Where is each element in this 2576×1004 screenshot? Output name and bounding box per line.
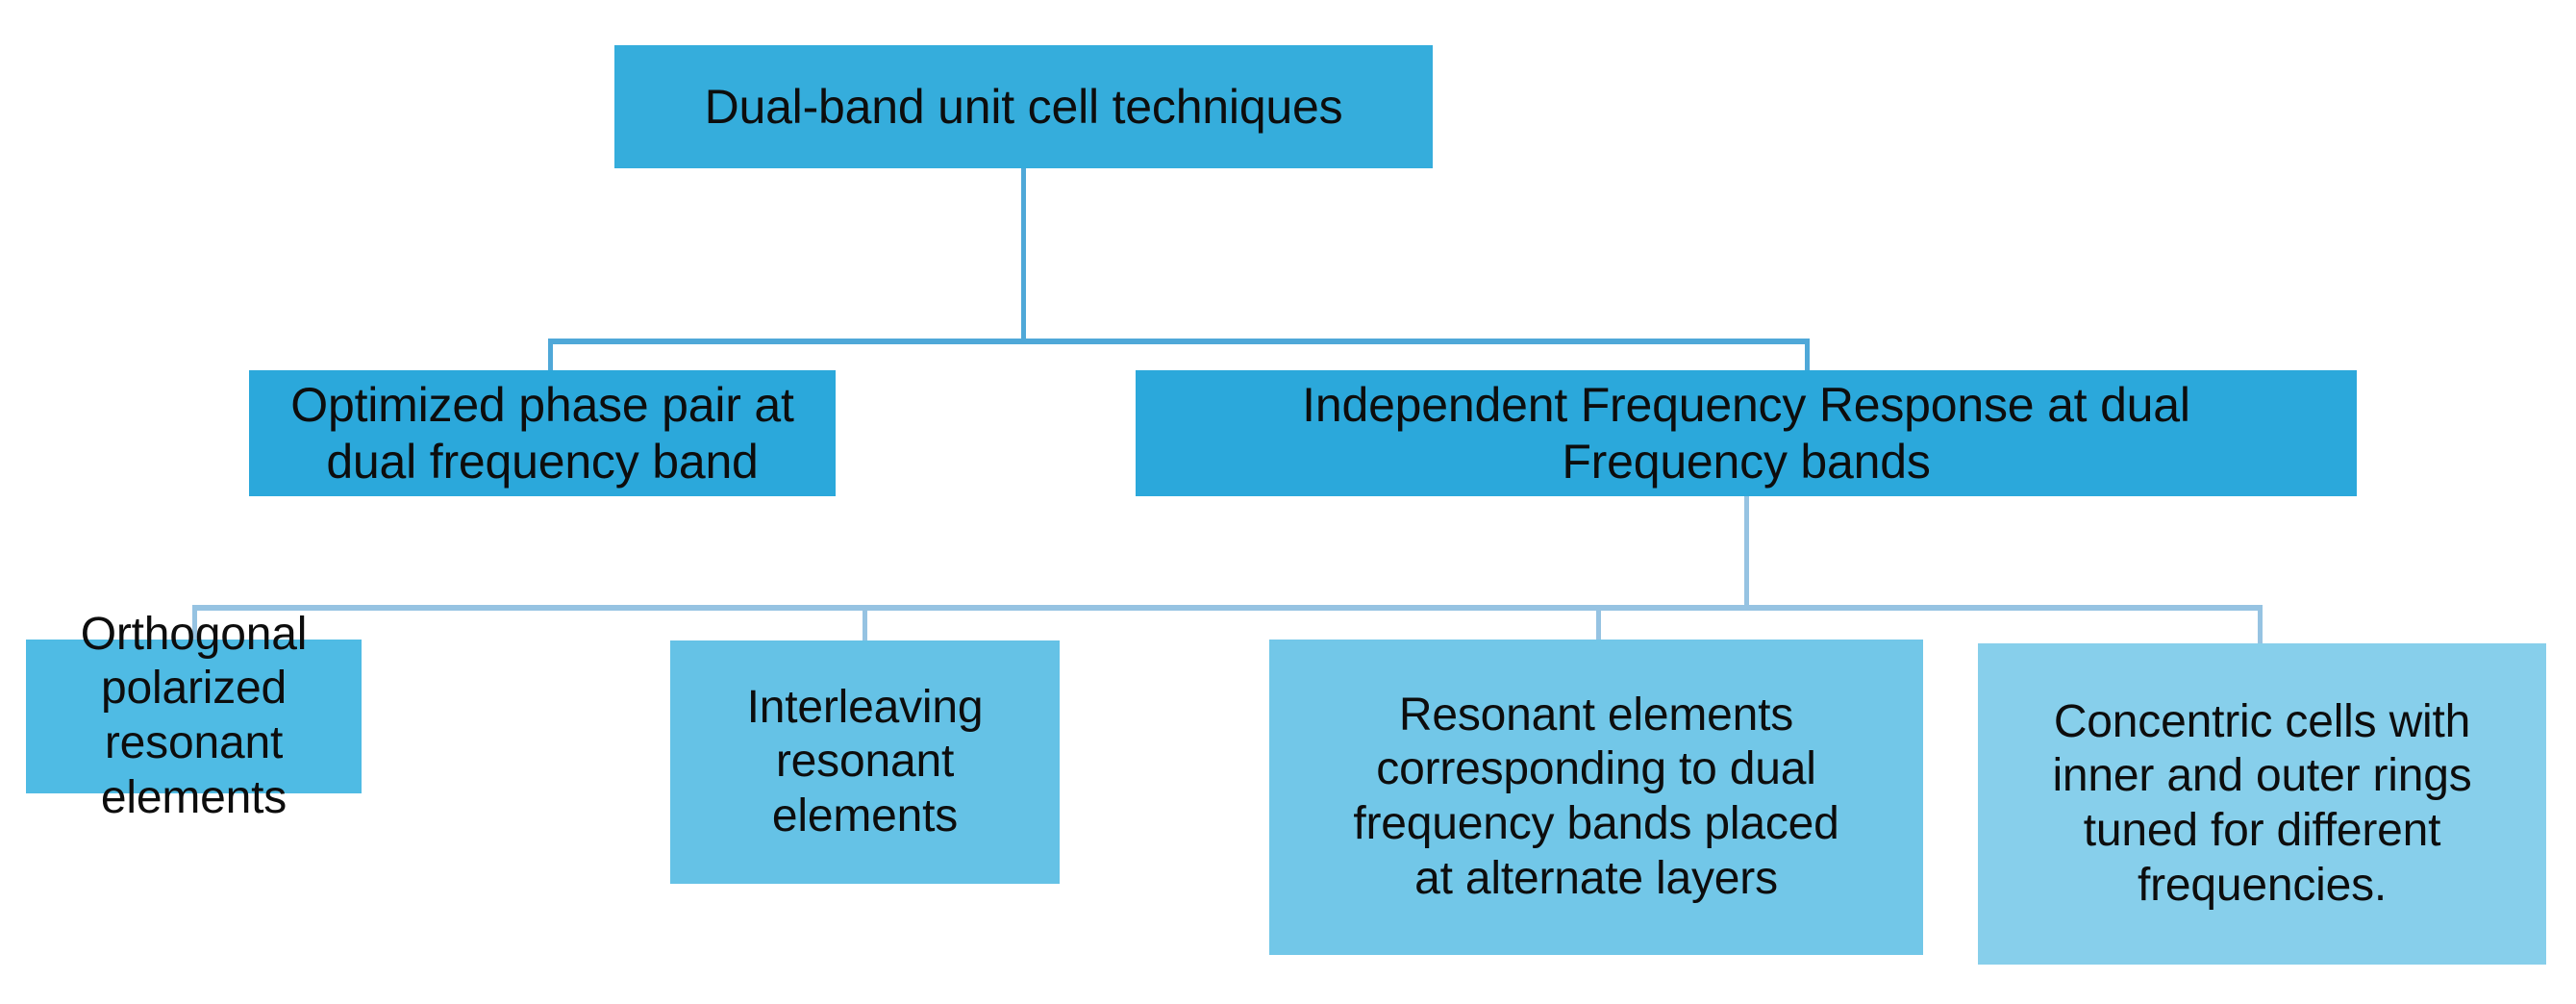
node-independent-frequency-response[interactable]: Independent Frequency Response at dual F… xyxy=(1136,370,2357,496)
connector-drop-optimized-phase-pair xyxy=(548,339,553,371)
connector-level2-stem xyxy=(1744,496,1749,608)
connector-level1-bus xyxy=(548,339,1810,344)
node-label: Concentric cells with inner and outer ri… xyxy=(2052,695,2472,911)
connector-drop-concentric xyxy=(2258,605,2263,644)
connector-drop-interleaving xyxy=(863,605,867,641)
connector-root-stem xyxy=(1021,168,1026,340)
connector-drop-independent-frequency-response xyxy=(1805,339,1810,371)
node-optimized-phase-pair[interactable]: Optimized phase pair at dual frequency b… xyxy=(249,370,836,496)
connector-drop-orthogonal xyxy=(192,605,197,640)
node-label: Resonant elements corresponding to dual … xyxy=(1353,689,1839,904)
node-label: Independent Frequency Response at dual F… xyxy=(1302,377,2190,489)
node-orthogonal-polarized-resonant-elements[interactable]: Orthogonal polarized resonant elements xyxy=(26,609,362,823)
node-label: Optimized phase pair at dual frequency b… xyxy=(290,377,794,489)
node-dual-band-unit-cell-techniques[interactable]: Dual-band unit cell techniques xyxy=(614,45,1433,168)
node-interleaving-resonant-elements[interactable]: Interleaving resonant elements xyxy=(670,640,1060,884)
connector-level2-bus xyxy=(192,605,2263,611)
node-concentric-cells-rings[interactable]: Concentric cells with inner and outer ri… xyxy=(1978,643,2546,965)
node-resonant-elements-alternate-layers[interactable]: Resonant elements corresponding to dual … xyxy=(1269,640,1923,955)
connector-drop-resonant xyxy=(1596,605,1601,640)
node-label: Interleaving resonant elements xyxy=(746,681,984,841)
node-label: Orthogonal polarized resonant elements xyxy=(80,608,308,823)
node-label: Dual-band unit cell techniques xyxy=(704,79,1343,134)
